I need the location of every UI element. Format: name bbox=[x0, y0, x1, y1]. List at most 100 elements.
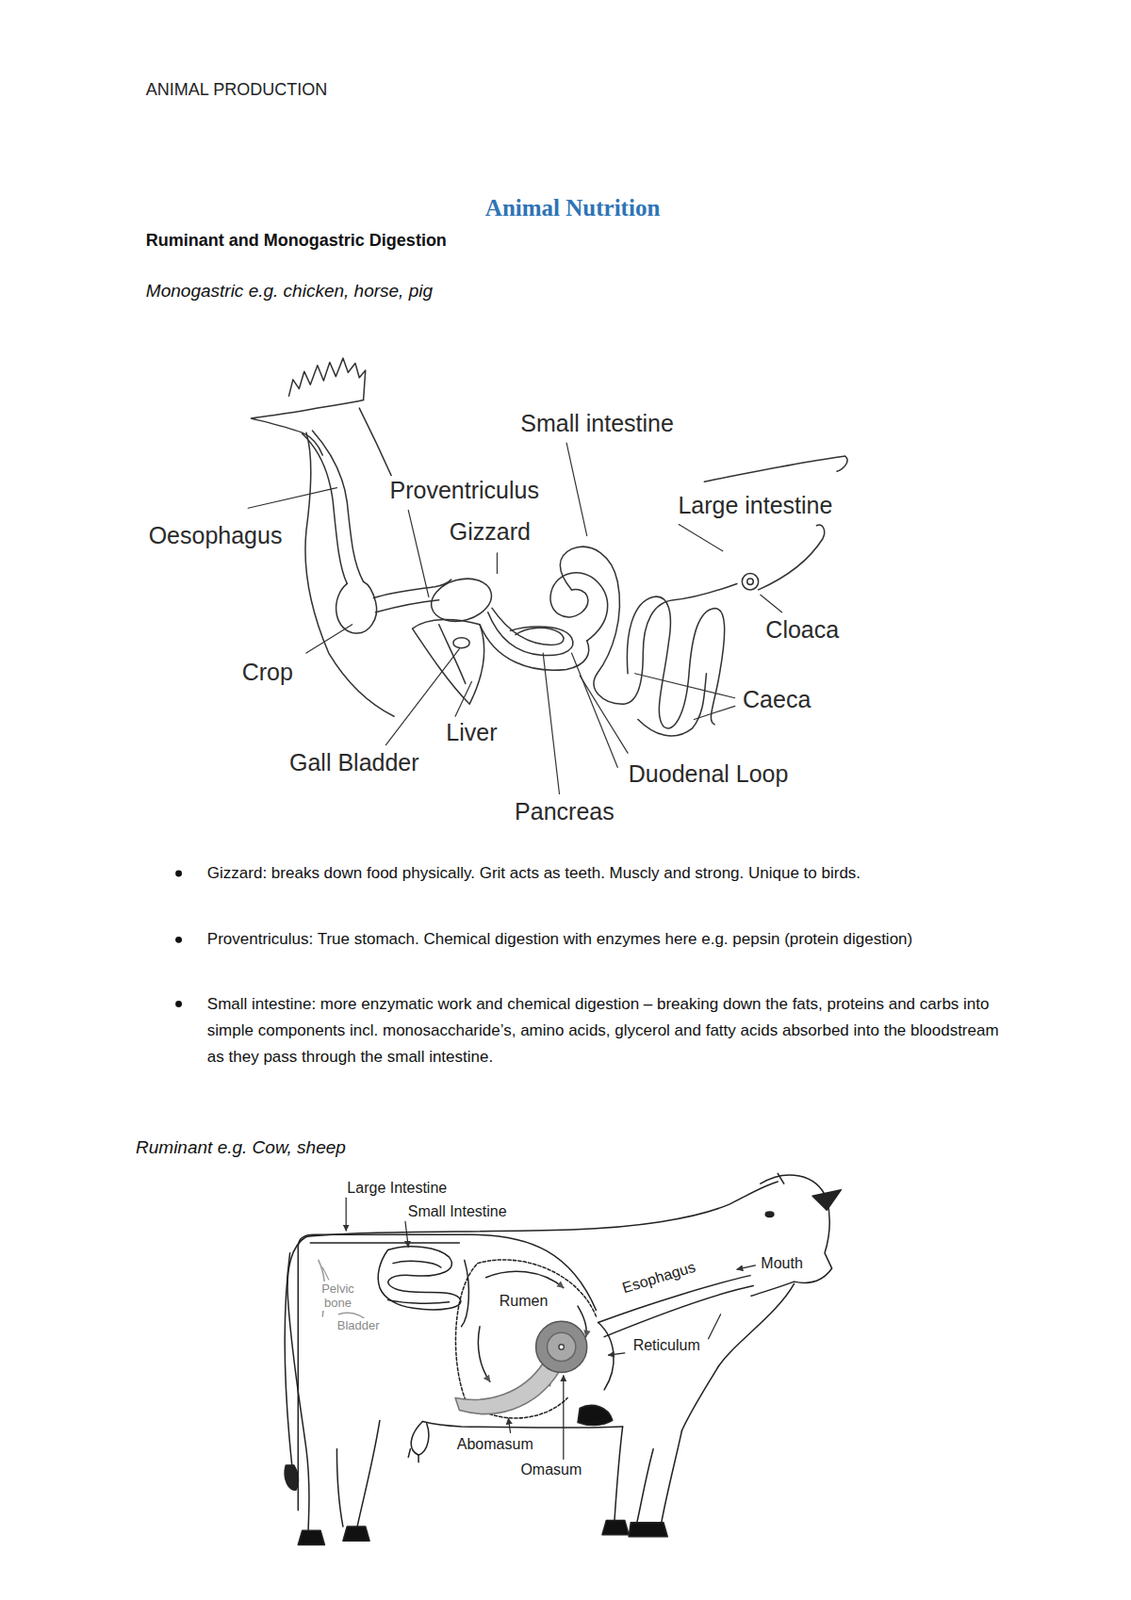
chicken-digestive-tract bbox=[455, 681, 472, 717]
bullet-dot bbox=[175, 1000, 182, 1008]
chicken-digestive-tract bbox=[491, 607, 564, 645]
chicken-digestive-tract bbox=[376, 600, 440, 613]
cow-digestive-tract bbox=[322, 1267, 328, 1280]
part-label: Proventriculus bbox=[389, 475, 541, 505]
cow-digestive-tract bbox=[614, 1426, 623, 1522]
part-label: Small intestine bbox=[519, 409, 675, 438]
bullet-dot bbox=[175, 870, 182, 878]
cow-digestive-tract bbox=[284, 1465, 298, 1491]
chicken-digestive-tract bbox=[439, 624, 466, 685]
chicken-digestive-tract bbox=[247, 358, 848, 794]
chicken-digestive-tract bbox=[550, 573, 608, 641]
cow-digestive-tract bbox=[812, 1190, 841, 1212]
page-header: ANIMAL PRODUCTION bbox=[146, 80, 328, 101]
page-title: Animal Nutrition bbox=[485, 194, 660, 223]
chicken-digestive-tract bbox=[542, 653, 559, 794]
cow-digestive-tract bbox=[628, 1523, 668, 1538]
chicken-digestive-tract bbox=[747, 578, 754, 585]
cow-digestive-tract bbox=[408, 1449, 419, 1463]
cow-digestive-tract bbox=[477, 1327, 490, 1382]
chicken-digestive-tract bbox=[311, 430, 363, 582]
part-label: Small Intestine bbox=[407, 1202, 509, 1221]
chicken-digestive-tract bbox=[758, 524, 825, 591]
cow-digestive-tract bbox=[598, 1322, 614, 1390]
part-label: Large Intestine bbox=[345, 1179, 448, 1197]
chicken-digestive-tract bbox=[496, 553, 498, 574]
chicken-digestive-tract bbox=[479, 624, 590, 671]
cow-digestive-tract bbox=[536, 1321, 588, 1373]
cow-digestive-tract bbox=[637, 1449, 654, 1524]
part-label: Pelvic bone bbox=[315, 1281, 360, 1312]
cow-digestive-tract bbox=[751, 1175, 833, 1296]
chicken-digestive-tract bbox=[622, 583, 738, 705]
part-label: Large intestine bbox=[676, 491, 834, 520]
chicken-digestive-tract bbox=[693, 705, 735, 720]
bullet-text: Proventriculus: True stomach. Chemical d… bbox=[207, 926, 1018, 953]
bullet-dot bbox=[175, 870, 182, 1009]
chicken-digestive-tract bbox=[571, 653, 618, 768]
chicken-digestive-tract bbox=[566, 442, 588, 537]
chicken-digestive-tract bbox=[302, 433, 348, 584]
cow-digestive-tract bbox=[708, 1314, 722, 1340]
section-heading: Ruminant and Monogastric Digestion bbox=[146, 230, 447, 252]
chicken-digestive-tract bbox=[250, 400, 363, 456]
bullet-dot bbox=[175, 936, 182, 944]
chicken-digestive-tract bbox=[760, 594, 783, 612]
cow-digestive-tract bbox=[661, 1430, 683, 1523]
chicken-digestive-tract bbox=[453, 638, 470, 649]
subsection-heading: Monogastric e.g. chicken, horse, pig bbox=[146, 280, 433, 303]
chicken-digestive-tract bbox=[559, 546, 623, 705]
chicken-digestive-tract bbox=[741, 573, 758, 591]
part-label: Reticulum bbox=[632, 1336, 702, 1355]
cow-digestive-tract bbox=[455, 1260, 596, 1419]
part-label: Pancreas bbox=[513, 797, 616, 826]
chicken-digestive-tract bbox=[626, 596, 724, 729]
chicken-digestive-tract bbox=[579, 675, 628, 754]
cow-digestive-tract bbox=[602, 1521, 629, 1536]
subsection-heading: Ruminant e.g. Cow, sheep bbox=[135, 1137, 346, 1160]
cow-digestive-tract bbox=[486, 1271, 564, 1288]
chicken-digestive-tract bbox=[635, 673, 736, 699]
cow-digestive-tract bbox=[297, 1234, 596, 1510]
chicken-digestive-tract bbox=[359, 408, 394, 482]
cow-digestive-tract bbox=[322, 1197, 755, 1459]
cow-digestive-tract bbox=[508, 1418, 510, 1433]
bullet-text: Small intestine: more enzymatic work and… bbox=[207, 991, 1018, 1071]
cow-digestive-tract bbox=[284, 1173, 841, 1545]
part-label: Gizzard bbox=[448, 517, 532, 546]
cow-digestive-tract bbox=[547, 1332, 576, 1361]
cow-digestive-tract bbox=[455, 1363, 559, 1415]
cow-digestive-tract bbox=[343, 1526, 370, 1541]
chicken-digestive-tract bbox=[289, 358, 366, 400]
cow-digestive-tract bbox=[284, 1253, 293, 1466]
chicken-digestive-tract bbox=[306, 624, 353, 654]
part-label: Esophagus bbox=[619, 1258, 699, 1298]
cow-digestive-tract bbox=[607, 1353, 624, 1356]
part-label: Bladder bbox=[336, 1318, 381, 1334]
chicken-digestive-tract bbox=[678, 524, 723, 552]
cow-digestive-tract bbox=[765, 1212, 774, 1217]
part-label: Caeca bbox=[741, 685, 812, 714]
part-label: Abomasum bbox=[456, 1435, 535, 1454]
part-label: Mouth bbox=[759, 1254, 804, 1273]
cow-digestive-tract bbox=[377, 1246, 461, 1311]
chicken-digestive-tract bbox=[704, 456, 848, 482]
cow-digestive-tract bbox=[357, 1420, 380, 1527]
cow-digestive-tract bbox=[345, 1197, 347, 1231]
cow-digestive-tract bbox=[777, 1173, 784, 1184]
cow-digestive-tract bbox=[405, 1221, 409, 1247]
cow-digestive-tract bbox=[681, 1283, 794, 1431]
cow-digestive-tract bbox=[297, 1530, 325, 1545]
part-label: Gall Bladder bbox=[288, 748, 421, 777]
chicken-digestive-tract bbox=[247, 488, 337, 509]
cow-digestive-tract bbox=[562, 1376, 564, 1460]
chicken-digestive-tract bbox=[336, 581, 377, 634]
part-label: Oesophagus bbox=[147, 521, 284, 550]
part-label: Crop bbox=[241, 657, 295, 687]
cow-digestive-tract bbox=[336, 1449, 343, 1527]
bullet-text: Gizzard: breaks down food physically. Gr… bbox=[207, 860, 1018, 887]
chicken-digestive-tract bbox=[305, 432, 394, 717]
part-label: Cloaca bbox=[764, 615, 840, 644]
cow-digestive-tract bbox=[558, 1344, 564, 1350]
